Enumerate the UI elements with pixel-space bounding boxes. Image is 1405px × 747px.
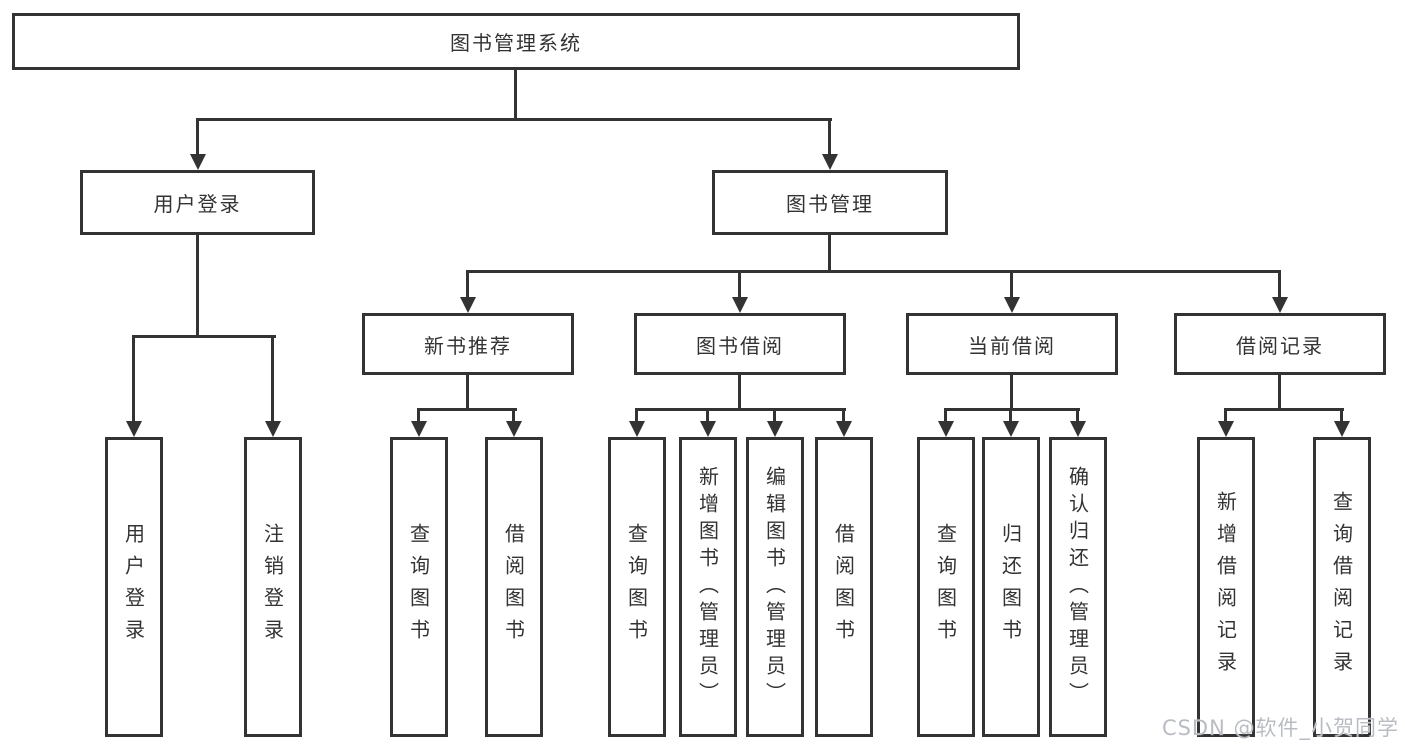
leaf-borrow-books-newrec: 借阅图书 xyxy=(485,437,543,737)
node-book-borrow-label: 图书借阅 xyxy=(696,333,784,358)
leaf-query-books-current: 查询图书 xyxy=(917,437,975,737)
connector-leaf-stem xyxy=(773,408,776,424)
arrowhead-down-icon xyxy=(265,421,281,437)
connector-current-stem xyxy=(1010,375,1013,411)
leaf-confirm-return-admin: 确认归还（管理员） xyxy=(1049,437,1107,737)
arrowhead-down-icon xyxy=(1218,421,1234,437)
connector-to-book-mgmt xyxy=(828,118,831,158)
leaf-edit-books-admin: 编辑图书（管理员） xyxy=(746,437,804,737)
leaf-logout: 注销登录 xyxy=(244,437,302,737)
connector-book-mgmt-split xyxy=(466,270,1281,273)
arrowhead-down-icon xyxy=(411,421,427,437)
node-root-label: 图书管理系统 xyxy=(450,31,582,55)
connector-records-stem xyxy=(1278,375,1281,411)
connector-user-login-split xyxy=(132,335,276,338)
leaf-query-borrow-record: 查询借阅记录 xyxy=(1313,437,1371,737)
arrowhead-down-icon xyxy=(732,297,748,313)
arrowhead-down-icon xyxy=(822,154,838,170)
connector-leaf-stem xyxy=(512,408,515,424)
arrowhead-down-icon xyxy=(767,421,783,437)
leaf-add-books-admin: 新增图书（管理员） xyxy=(679,437,737,737)
connector-leaf-stem xyxy=(635,408,638,424)
arrowhead-down-icon xyxy=(700,421,716,437)
node-new-book-recommend-label: 新书推荐 xyxy=(424,333,512,358)
connector-book-mgmt-stem xyxy=(828,235,831,273)
connector-branch-stem xyxy=(466,270,469,300)
connector-current-split xyxy=(944,408,1080,411)
arrowhead-down-icon xyxy=(1004,297,1020,313)
connector-leaf-stem xyxy=(417,408,420,424)
leaf-query-books-newrec: 查询图书 xyxy=(390,437,448,737)
connector-borrow-split xyxy=(635,408,846,411)
connector-leaf-stem xyxy=(706,408,709,424)
node-borrow-records: 借阅记录 xyxy=(1174,313,1386,375)
arrowhead-down-icon xyxy=(629,421,645,437)
node-current-borrow: 当前借阅 xyxy=(906,313,1118,375)
connector-root-stem xyxy=(514,68,517,120)
arrowhead-down-icon xyxy=(938,421,954,437)
connector-new-rec-split xyxy=(417,408,517,411)
connector-branch-stem xyxy=(1278,270,1281,300)
node-book-mgmt: 图书管理 xyxy=(712,170,948,235)
connector-records-split xyxy=(1224,408,1344,411)
connector-leaf-stem xyxy=(842,408,845,424)
arrowhead-down-icon xyxy=(506,421,522,437)
connector-leaf-stem xyxy=(1009,408,1012,424)
arrowhead-down-icon xyxy=(1070,421,1086,437)
node-user-login-label: 用户登录 xyxy=(153,192,242,216)
connector-to-user-login xyxy=(196,118,199,158)
connector-root-split xyxy=(196,118,832,121)
leaf-query-books-borrow: 查询图书 xyxy=(608,437,666,737)
connector-leaf-stem xyxy=(944,408,947,424)
connector-leaf-stem xyxy=(271,335,274,425)
arrowhead-down-icon xyxy=(836,421,852,437)
leaf-return-books: 归还图书 xyxy=(982,437,1040,737)
node-user-login: 用户登录 xyxy=(80,170,315,235)
node-borrow-records-label: 借阅记录 xyxy=(1236,333,1324,358)
connector-leaf-stem xyxy=(1340,408,1343,424)
arrowhead-down-icon xyxy=(1003,421,1019,437)
node-new-book-recommend: 新书推荐 xyxy=(362,313,574,375)
connector-borrow-stem xyxy=(738,375,741,411)
connector-branch-stem xyxy=(738,270,741,300)
connector-new-rec-stem xyxy=(466,375,469,411)
connector-leaf-stem xyxy=(132,335,135,425)
arrowhead-down-icon xyxy=(460,297,476,313)
node-book-borrow: 图书借阅 xyxy=(634,313,846,375)
arrowhead-down-icon xyxy=(1272,297,1288,313)
connector-user-login-stem xyxy=(196,235,199,338)
leaf-add-borrow-record: 新增借阅记录 xyxy=(1197,437,1255,737)
arrowhead-down-icon xyxy=(190,154,206,170)
node-root-system: 图书管理系统 xyxy=(12,13,1020,70)
node-current-borrow-label: 当前借阅 xyxy=(968,333,1056,358)
connector-leaf-stem xyxy=(1076,408,1079,424)
connector-leaf-stem xyxy=(1224,408,1227,424)
arrowhead-down-icon xyxy=(1334,421,1350,437)
connector-branch-stem xyxy=(1010,270,1013,300)
node-book-mgmt-label: 图书管理 xyxy=(786,192,874,216)
csdn-watermark: CSDN @软件_小贺同学 xyxy=(1161,716,1399,740)
leaf-borrow-books-borrow: 借阅图书 xyxy=(815,437,873,737)
arrowhead-down-icon xyxy=(126,421,142,437)
leaf-user-login: 用户登录 xyxy=(105,437,163,737)
